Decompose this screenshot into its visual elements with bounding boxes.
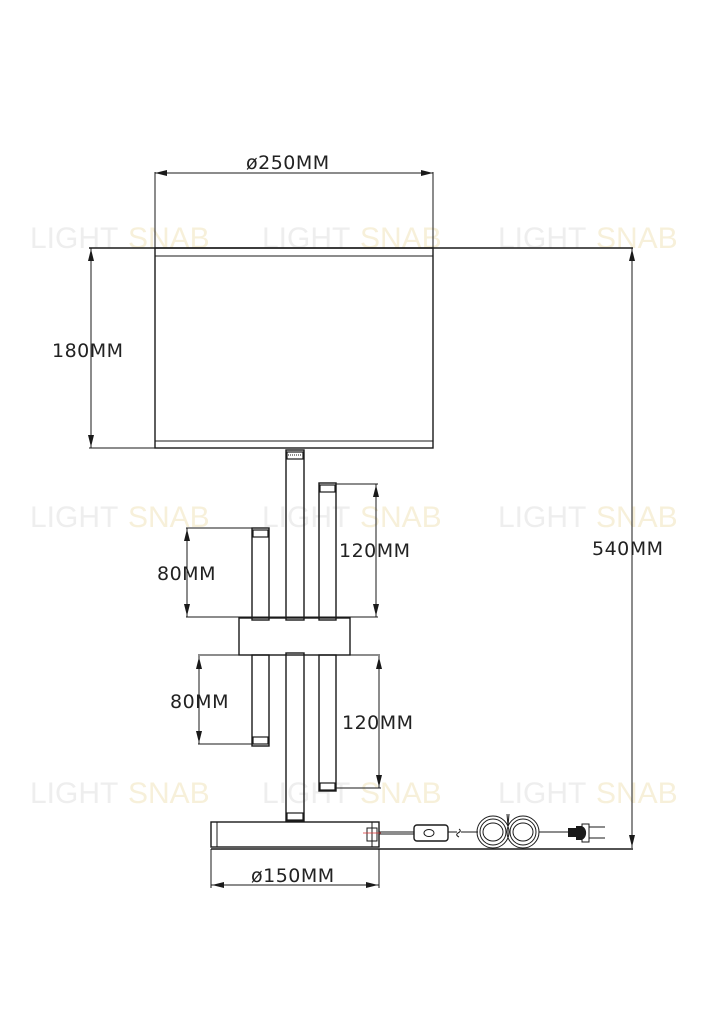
shade-height-dimension: 180MM — [52, 248, 124, 448]
watermark-light: LIGHT — [498, 501, 586, 534]
central-column-upper — [285, 449, 305, 621]
lower-short-rod-label: 80MM — [170, 691, 229, 713]
base-diameter-label: ø150MM — [251, 865, 335, 887]
lower-long-rod-label: 120MM — [342, 712, 414, 734]
watermark-light: LIGHT — [262, 222, 350, 255]
connector-ring — [238, 617, 351, 656]
power-cord — [379, 813, 605, 849]
watermark-snab: SNAB — [596, 777, 678, 810]
watermark-light: LIGHT — [30, 501, 118, 534]
watermark-snab: SNAB — [360, 501, 442, 534]
plug-icon — [568, 823, 605, 843]
shade-diameter-label: ø250MM — [246, 152, 330, 174]
watermark-snab: SNAB — [596, 222, 678, 255]
inline-switch — [413, 824, 449, 842]
lower-short-rod — [251, 654, 270, 747]
watermark-light: LIGHT — [30, 222, 118, 255]
upper-short-rod — [251, 527, 270, 621]
central-column-lower — [285, 652, 305, 822]
watermark-light: LIGHT — [30, 777, 118, 810]
shade-diameter-dimension: ø250MM — [154, 152, 434, 248]
upper-long-rod-label: 120MM — [339, 540, 411, 562]
watermark-light: LIGHT — [498, 222, 586, 255]
total-height-label: 540MM — [592, 538, 664, 560]
lower-long-rod-dimension: 120MM — [336, 656, 414, 789]
total-height-dimension: 540MM — [592, 248, 664, 848]
watermark-light: LIGHT — [498, 777, 586, 810]
watermark-snab: SNAB — [128, 777, 210, 810]
watermark-snab: SNAB — [360, 777, 442, 810]
watermark-layer: LIGHT SNAB LIGHT SNAB LIGHT SNAB LIGHT S… — [30, 222, 678, 810]
watermark-snab: SNAB — [360, 222, 442, 255]
shade-height-label: 180MM — [52, 340, 124, 362]
watermark-light: LIGHT — [262, 777, 350, 810]
lower-long-rod — [318, 654, 337, 792]
upper-short-rod-label: 80MM — [157, 563, 216, 585]
watermark-light: LIGHT — [262, 501, 350, 534]
upper-short-rod-dimension: 80MM — [157, 527, 252, 617]
lampshade — [154, 247, 434, 449]
lower-short-rod-dimension: 80MM — [170, 656, 252, 745]
watermark-snab: SNAB — [128, 222, 210, 255]
watermark-snab: SNAB — [128, 501, 210, 534]
watermark-snab: SNAB — [596, 501, 678, 534]
upper-long-rod-dimension: 120MM — [336, 483, 411, 617]
coiled-cable-icon — [476, 813, 540, 849]
base-diameter-dimension: ø150MM — [210, 849, 380, 888]
upper-long-rod — [318, 482, 337, 621]
